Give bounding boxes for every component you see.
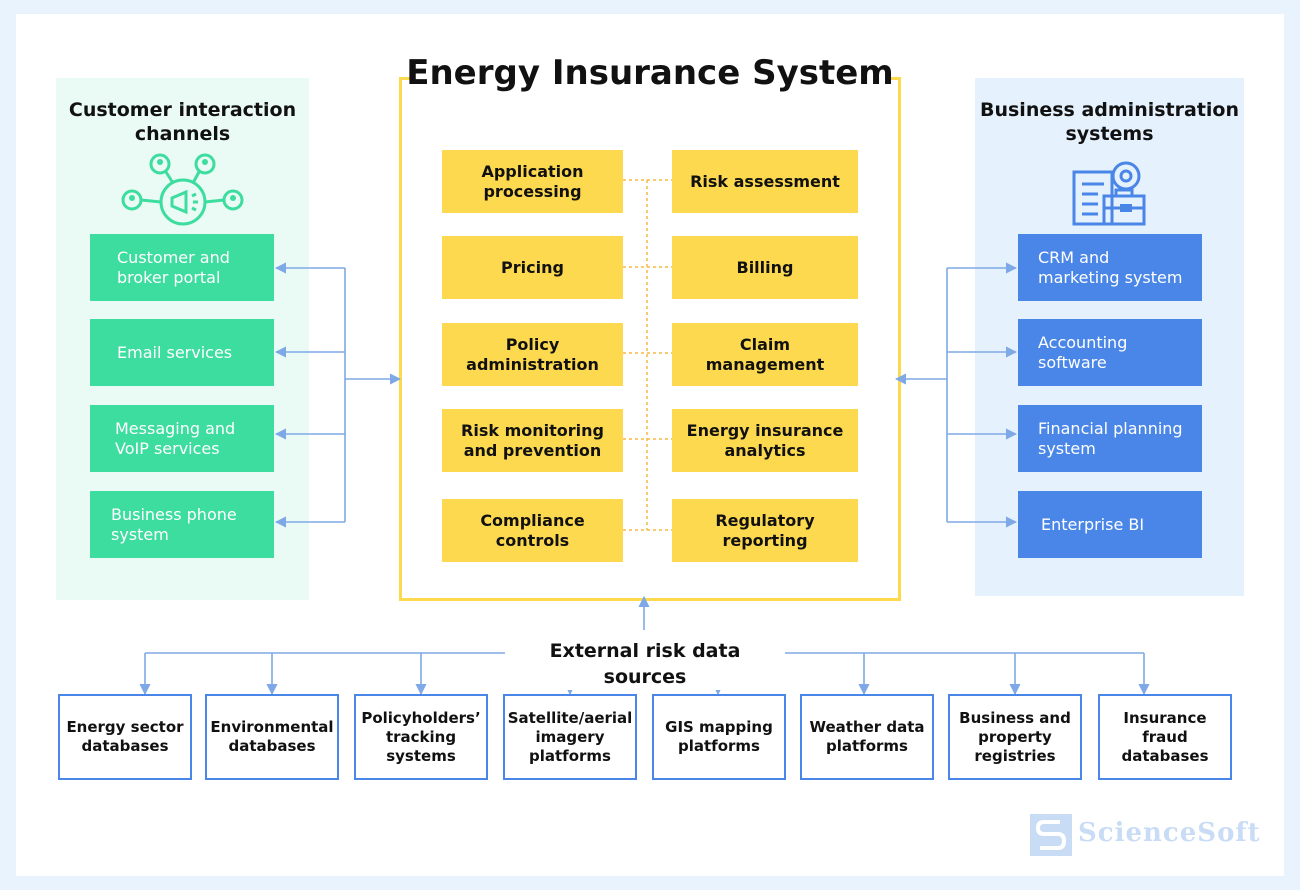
- ext-business-line1: Business and: [959, 708, 1071, 727]
- email-services-line1: Email services: [117, 342, 233, 362]
- sciencesoft-logo-text: ScienceSoft: [1078, 818, 1261, 848]
- ext-fraud-line1: Insurance: [1123, 708, 1207, 727]
- crm-line1: CRM and: [1038, 247, 1110, 267]
- module-analytics-line1: Energy insurance: [686, 420, 844, 440]
- business-admin-title-line2: systems: [1065, 123, 1154, 145]
- module-policy-line1: Policy: [505, 334, 560, 354]
- page-title: Energy Insurance System: [406, 53, 894, 93]
- ext-business-line2: property: [978, 727, 1052, 746]
- module-billing: Billing: [672, 236, 858, 299]
- module-analytics-line2: analytics: [724, 440, 806, 460]
- accounting-line1: Accounting: [1038, 332, 1128, 352]
- sciencesoft-logo-icon: [1030, 814, 1072, 856]
- module-risk-assessment-line1: Risk assessment: [690, 171, 840, 191]
- ext-gis-line2: platforms: [678, 737, 760, 755]
- external-sources-title: External risk data sources: [505, 638, 785, 690]
- ext-fraud-line2: fraud: [1142, 727, 1188, 746]
- module-claim-management: Claim management: [672, 323, 858, 386]
- customer-channels-title: Customer interaction channels: [56, 98, 309, 146]
- customer-broker-portal-line2: broker portal: [117, 267, 221, 287]
- module-compliance-line1: Compliance controls: [480, 510, 585, 550]
- module-regulatory-reporting: Regulatory reporting: [672, 499, 858, 562]
- module-application-line1: Application: [481, 161, 584, 181]
- module-billing-line1: Billing: [736, 257, 794, 277]
- ext-environmental-line2: databases: [228, 737, 316, 755]
- messaging-voip-line2: VoIP services: [115, 438, 220, 458]
- module-compliance-controls: Compliance controls: [442, 499, 623, 562]
- module-pricing: Pricing: [442, 236, 623, 299]
- accounting-line2: software: [1038, 352, 1107, 372]
- enterprise-bi: Enterprise BI: [1018, 491, 1202, 558]
- business-phone-line1: Business phone: [111, 504, 237, 524]
- module-pricing-line1: Pricing: [501, 257, 564, 277]
- enterprise-bi-line1: Enterprise BI: [1041, 514, 1145, 534]
- ext-policyholders-line3: systems: [386, 746, 456, 765]
- ext-policyholders-line1: Policyholders’: [361, 708, 481, 727]
- financial-planning-line1: Financial planning: [1038, 418, 1183, 438]
- frame-top-left-segment: [399, 77, 413, 80]
- ext-satellite-line2: imagery: [535, 727, 605, 746]
- ext-weather-line1: Weather data: [809, 718, 925, 736]
- email-services: Email services: [90, 319, 274, 386]
- ext-satellite-line3: platforms: [529, 746, 611, 765]
- customer-channels-title-line1: Customer interaction: [68, 99, 297, 121]
- module-policy-line2: administration: [466, 354, 599, 374]
- business-admin-title-line1: Business administration: [979, 99, 1239, 121]
- ext-satellite-line1: Satellite/aerial: [507, 708, 633, 727]
- ext-weather-line2: platforms: [826, 737, 908, 755]
- module-application-line2: processing: [483, 181, 582, 201]
- documents-briefcase-gear-icon: [1072, 161, 1146, 226]
- module-risk-monitoring-line1: Risk monitoring: [461, 420, 604, 440]
- energy-insurance-system-frame: [399, 77, 901, 601]
- ext-fraud-line3: databases: [1121, 746, 1209, 765]
- customers-megaphone-icon: [121, 153, 244, 226]
- customer-channels-title-line2: channels: [134, 123, 231, 145]
- module-claim-line1: Claim management: [705, 334, 825, 374]
- ext-business-line3: registries: [974, 746, 1056, 765]
- crm-line2: marketing system: [1038, 267, 1183, 287]
- messaging-voip-line1: Messaging and: [115, 418, 236, 438]
- ext-energy-line2: databases: [81, 737, 169, 755]
- customer-broker-portal-line1: Customer and: [117, 247, 230, 267]
- ext-environmental-line1: Environmental: [210, 718, 334, 736]
- ext-gis-line1: GIS mapping: [665, 718, 773, 736]
- module-risk-monitoring-line2: and prevention: [463, 440, 602, 460]
- frame-top-right-segment: [887, 77, 901, 80]
- business-phone-line2: system: [111, 524, 169, 544]
- module-regulatory-line1: Regulatory reporting: [715, 510, 815, 550]
- business-admin-title: Business administration systems: [975, 98, 1244, 146]
- financial-planning-line2: system: [1038, 438, 1096, 458]
- ext-energy-line1: Energy sector: [66, 718, 184, 736]
- module-risk-assessment: Risk assessment: [672, 150, 858, 213]
- ext-policyholders-line2: tracking: [385, 727, 457, 746]
